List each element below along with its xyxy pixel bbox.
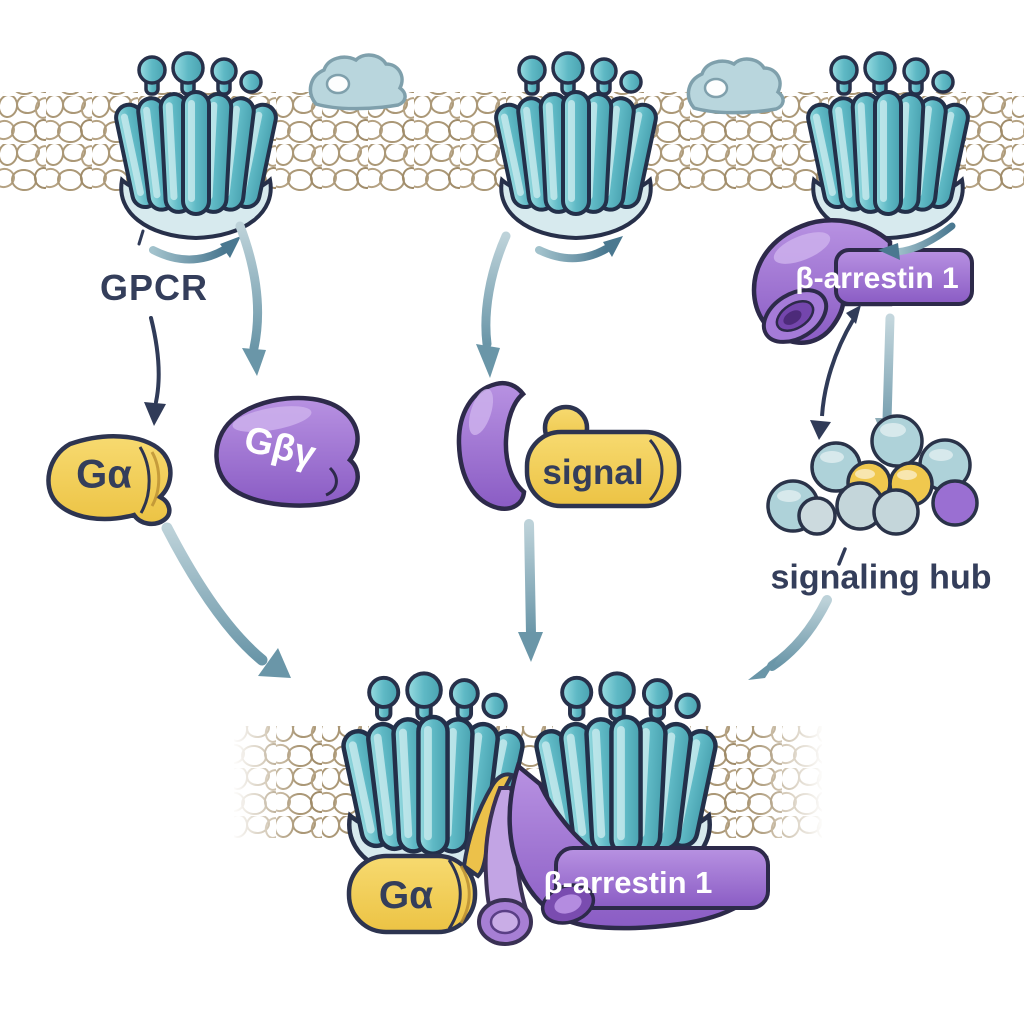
arrow-gpcr-to-galpha bbox=[137, 229, 166, 426]
arrow-hub-to-complex bbox=[748, 595, 832, 680]
g-alpha-label: Gα bbox=[76, 452, 132, 497]
swoosh-arrow-middle bbox=[535, 236, 623, 263]
gpcr-label: GPCR bbox=[99, 267, 209, 308]
beta-arrestin-bottom-shape bbox=[507, 762, 770, 931]
beta-arrestin-top-shape bbox=[751, 218, 974, 345]
arrestin-tube bbox=[477, 786, 533, 946]
signal-label: signal bbox=[542, 453, 644, 492]
membrane-protein-blob-1 bbox=[308, 53, 407, 111]
beta-arrestin-bottom-label: β-arrestin 1 bbox=[543, 865, 713, 900]
beta-arrestin-top-label: β-arrestin 1 bbox=[795, 262, 959, 295]
arrow-receptor-to-signal bbox=[476, 231, 511, 378]
swoosh-arrow-left bbox=[149, 236, 241, 264]
signaling-hub-label: signaling hub bbox=[770, 558, 992, 597]
gpcr-receptor-middle bbox=[491, 51, 661, 240]
arrow-receptor-to-gbg bbox=[235, 221, 266, 376]
membrane-protein-blob-2 bbox=[686, 57, 785, 115]
arrow-signal-to-complex bbox=[518, 519, 543, 662]
g-alpha-blob bbox=[46, 434, 173, 527]
signaling-hub-cluster bbox=[766, 414, 979, 566]
g-alpha-bottom-blob bbox=[346, 853, 478, 935]
gpcr-receptor-right bbox=[803, 51, 973, 240]
double-arrow-arrestin-hub bbox=[810, 305, 861, 440]
gpcr-receptor-left bbox=[111, 51, 281, 240]
swoosh-arrow-right bbox=[878, 222, 956, 260]
g-alpha-bottom-label: Gα bbox=[378, 874, 434, 917]
bottom-complex bbox=[346, 762, 770, 946]
signal-complex bbox=[456, 380, 682, 511]
arrow-galpha-to-complex bbox=[161, 522, 291, 678]
g-beta-gamma-blob bbox=[214, 395, 360, 508]
